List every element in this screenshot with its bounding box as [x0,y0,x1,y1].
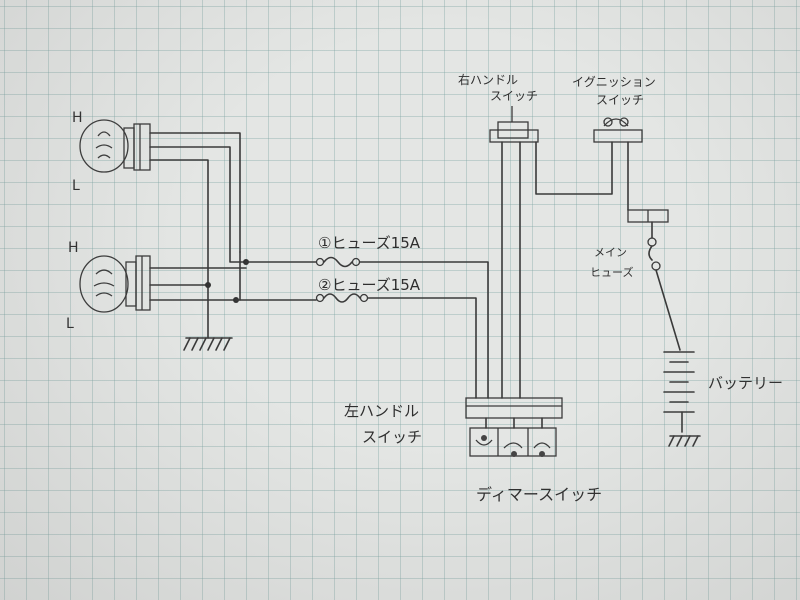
ignition-switch [593,117,643,211]
headlamp-wires [149,132,249,351]
dimmer-switch-label: ディマースイッチ [476,485,602,504]
left-switch-label: 左ハンドル スイッチ [344,402,424,446]
fuse-1-label: ①ヒューズ15A [318,234,421,252]
fuse-lines [235,256,489,399]
headlamp-top [79,119,151,173]
lamp-top-l-label: L [72,178,80,194]
left-handle-switch [465,397,563,457]
lamp-bottom-h-label: H [68,240,79,256]
battery-label: バッテリー [708,374,783,392]
fuse-2-label: ②ヒューズ15A [318,276,421,294]
headlamp-bottom [79,255,151,313]
ignition-switch-label: イグニッション スイッチ [572,75,660,107]
lamp-top-h-label: H [72,110,83,126]
right-handle-switch [489,106,613,399]
right-switch-label: 右ハンドル スイッチ [458,72,538,103]
lamp-bottom-l-label: L [66,316,74,332]
battery [663,351,701,447]
main-fuse [627,209,681,351]
main-fuse-label: メイン ヒューズ [590,246,633,279]
